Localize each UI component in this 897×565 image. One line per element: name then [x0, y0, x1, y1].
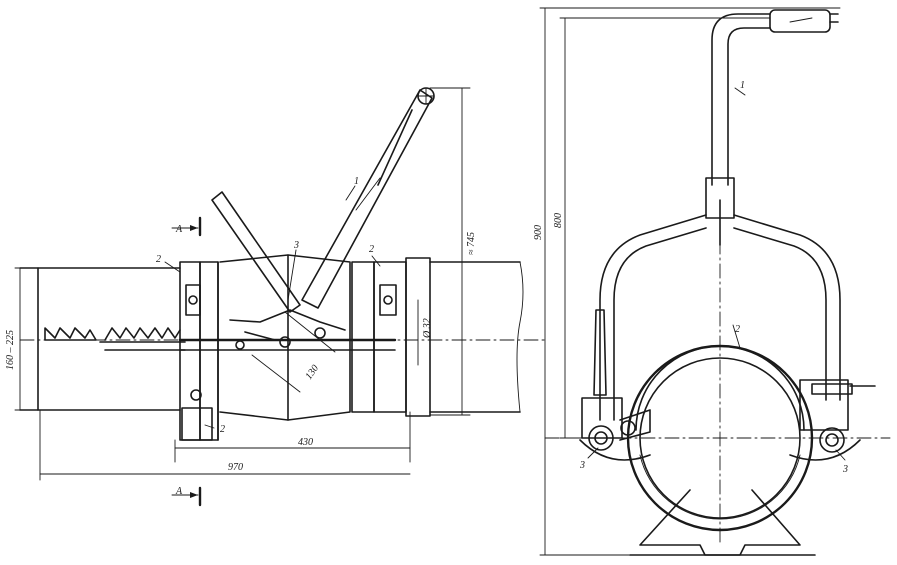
dim-length: 970	[228, 462, 243, 473]
front-label-part3-left: 3	[579, 460, 585, 471]
dim-slant: 130	[303, 363, 321, 382]
front-dimensions	[539, 7, 846, 556]
front-label-part3-right: 3	[842, 464, 848, 475]
label-part2-left: 2	[156, 254, 161, 265]
section-mark-bottom: A	[175, 486, 183, 497]
section-mark-top: A	[175, 224, 183, 235]
lever-handle	[211, 87, 435, 313]
label-part1: 1	[354, 176, 359, 187]
front-label-part2: 2	[735, 324, 740, 335]
pipe	[19, 261, 524, 413]
dimension-lines	[14, 87, 546, 507]
front-handle	[705, 9, 839, 246]
front-view: 1 2 3 3 900 800	[533, 7, 891, 556]
label-part3: 3	[293, 240, 299, 251]
front-dim-total: 900	[533, 225, 544, 240]
front-label-part1: 1	[740, 80, 745, 91]
front-base	[629, 489, 816, 556]
dim-height: ≈ 745	[466, 232, 477, 255]
side-view: A A 2 2 2 3 1 160 – 225 ≈ 745 Ø 32 130 4…	[5, 87, 546, 507]
pipe-break-left	[44, 327, 97, 341]
rack-teeth	[104, 327, 181, 341]
front-yoke	[599, 214, 841, 421]
label-part2-bottom: 2	[220, 424, 225, 435]
dim-pipe-range: 160 – 225	[5, 330, 16, 370]
front-mechanisms	[579, 309, 876, 461]
front-ring	[544, 239, 891, 546]
dim-width: 430	[298, 437, 313, 448]
label-part2-right: 2	[369, 244, 374, 255]
clamp-body	[178, 254, 431, 441]
front-dim-mid: 800	[553, 213, 564, 228]
dim-diameter: Ø 32	[422, 318, 433, 339]
